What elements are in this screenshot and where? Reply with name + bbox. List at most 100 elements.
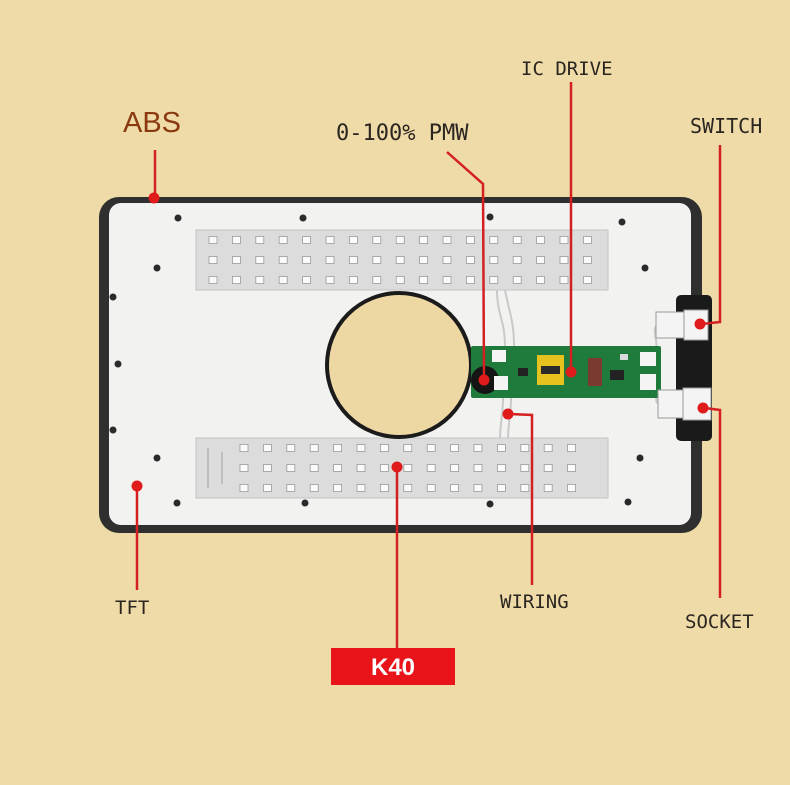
screw (618, 218, 626, 226)
led (543, 484, 553, 492)
wire (496, 289, 506, 347)
led (520, 444, 530, 452)
led (379, 464, 389, 472)
led (333, 484, 343, 492)
led (379, 484, 389, 492)
led (356, 484, 366, 492)
model-badge-label: K40 (371, 654, 415, 681)
led (567, 444, 576, 452)
led (473, 444, 483, 452)
screw (114, 360, 122, 368)
led (536, 276, 545, 284)
led (496, 464, 506, 472)
label-socket: SOCKET (685, 611, 754, 633)
led (583, 256, 592, 264)
led (348, 236, 358, 244)
led (403, 464, 413, 472)
wire (507, 397, 512, 439)
screw (109, 293, 117, 301)
led (465, 236, 475, 244)
led (302, 256, 312, 264)
led (255, 256, 265, 264)
led (473, 484, 483, 492)
led (465, 276, 475, 284)
led (278, 236, 288, 244)
led (356, 444, 366, 452)
led (208, 256, 218, 264)
led (239, 464, 249, 472)
center-hole (325, 291, 473, 439)
led (309, 444, 319, 452)
led (559, 276, 569, 284)
led (255, 276, 265, 284)
led (208, 236, 218, 244)
led (348, 276, 358, 284)
label-abs: ABS (123, 107, 181, 139)
pcb-transformer-core (541, 366, 560, 374)
led (231, 256, 241, 264)
led (419, 256, 429, 264)
label-pwm: 0-100% PMW (336, 121, 469, 146)
led (309, 484, 319, 492)
callout-ic-drive: IC DRIVE (521, 58, 613, 378)
callout-model: K40 (331, 461, 455, 685)
callout-dot (565, 366, 577, 378)
connector-body (655, 311, 687, 339)
led (333, 444, 343, 452)
screw (109, 426, 117, 434)
led (286, 464, 296, 472)
callout-dot (694, 318, 706, 330)
screw (624, 498, 632, 506)
led (536, 256, 545, 264)
callout-socket: SOCKET (685, 402, 754, 633)
led (496, 444, 506, 452)
led (473, 464, 483, 472)
led (286, 484, 296, 492)
led (231, 236, 241, 244)
callout-wiring: WIRING (500, 408, 569, 613)
led (583, 276, 592, 284)
pcb-connector (492, 350, 506, 362)
label-tft: TFT (115, 597, 149, 619)
led-strip-top (195, 229, 609, 291)
led (426, 464, 436, 472)
led (262, 444, 272, 452)
led (262, 464, 272, 472)
led (489, 256, 499, 264)
screw (299, 214, 307, 222)
led (520, 484, 530, 492)
wire (504, 289, 515, 347)
pcb-connector (640, 352, 656, 366)
led (395, 236, 405, 244)
led (465, 256, 475, 264)
led (450, 484, 460, 492)
led (262, 484, 272, 492)
led (512, 236, 522, 244)
led (372, 276, 382, 284)
led (278, 256, 288, 264)
label-ic-drive: IC DRIVE (521, 58, 613, 80)
callout-abs: ABS (123, 107, 181, 204)
led (356, 464, 366, 472)
led (512, 276, 522, 284)
callout-dot (502, 408, 514, 420)
led (286, 444, 296, 452)
screw (486, 500, 494, 508)
led (325, 256, 335, 264)
led (543, 444, 553, 452)
screw (301, 499, 309, 507)
led (426, 444, 436, 452)
led (325, 276, 335, 284)
led (325, 236, 335, 244)
led (489, 236, 499, 244)
led (450, 464, 460, 472)
model-badge (331, 648, 455, 685)
led (520, 464, 530, 472)
screw (153, 264, 161, 272)
led (239, 444, 249, 452)
pcb-chip (518, 368, 528, 376)
connector-body (657, 389, 687, 419)
label-wiring: WIRING (500, 591, 569, 613)
callout-dot (148, 192, 160, 204)
